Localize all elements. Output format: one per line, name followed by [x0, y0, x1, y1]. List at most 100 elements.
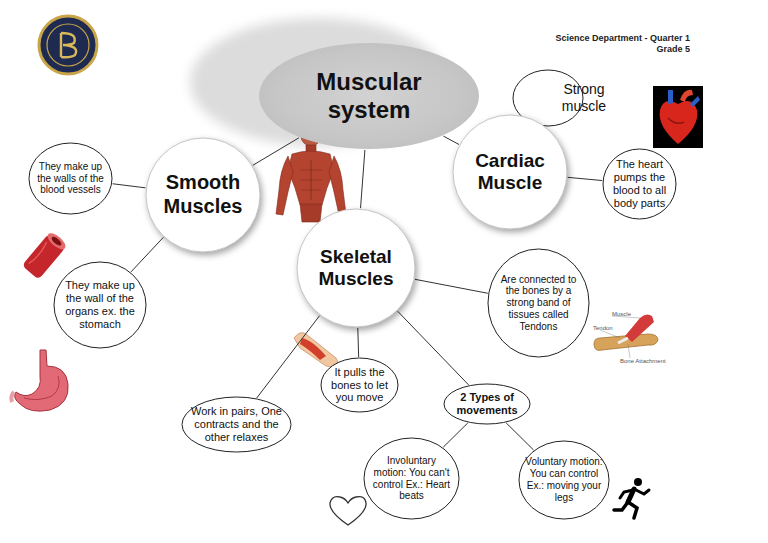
node-text: Skeletal Muscles	[308, 246, 404, 291]
node-text-area: Work in pairs, One contracts and the oth…	[181, 396, 292, 453]
stomach-picture-part	[15, 350, 69, 411]
node-shape	[54, 262, 146, 348]
connector-line	[443, 423, 468, 447]
note-ellipse: They make up the walls of the blood vess…	[28, 142, 113, 215]
branch-ellipse: 2 Types of movements	[443, 383, 531, 425]
node-shape	[519, 441, 609, 519]
node-text: They make up the walls of the blood vess…	[36, 161, 106, 196]
note-ellipse: Involuntary motion: You can't control Ex…	[363, 437, 460, 520]
heart-picture-part	[680, 90, 693, 102]
node-text: Cardiac Muscle	[462, 150, 558, 195]
node-shape	[182, 397, 291, 452]
node-text: The heart pumps the blood to all body pa…	[609, 158, 671, 210]
node-shape	[259, 43, 479, 149]
runner-symbol-part	[614, 502, 628, 510]
node-text: 2 Types of movements	[450, 391, 524, 417]
tendon-picture	[594, 314, 658, 358]
node-text: Work in pairs, One contracts and the oth…	[187, 405, 287, 444]
node-shape	[297, 209, 415, 327]
heart-picture-part	[668, 90, 673, 104]
node-text: Smooth Muscles	[155, 171, 251, 218]
muscle-figure-part	[276, 156, 293, 215]
connector-line	[568, 177, 602, 180]
node-text-area: Muscular system	[258, 42, 480, 150]
school-logo-part	[39, 16, 97, 74]
connector-line	[361, 150, 365, 208]
muscle-figure-part	[329, 156, 346, 215]
node-text-area: Skeletal Muscles	[296, 208, 416, 328]
node-text: Involuntary motion: You can't control Ex…	[372, 455, 452, 502]
node-shape	[364, 438, 459, 519]
runner-symbol-part	[620, 490, 633, 498]
heart-symbol-part	[330, 497, 366, 525]
muscle-figure-part	[300, 170, 322, 190]
connector-line	[253, 138, 299, 165]
connector-line	[415, 279, 488, 293]
muscle-figure-part	[288, 151, 334, 205]
node-text-area: Cardiac Muscle	[452, 114, 568, 230]
node-shape	[146, 138, 260, 252]
header-note: Grade 5	[656, 44, 690, 54]
tendon-picture-part	[625, 314, 654, 342]
blood-vessel-picture-part	[22, 233, 66, 279]
school-logo-part	[61, 33, 76, 57]
connector-line	[257, 316, 320, 398]
node-text-area: Smooth Muscles	[145, 137, 261, 253]
muscle-figure-part	[300, 204, 322, 222]
part-label: Tendon	[593, 325, 613, 331]
part-label: Muscle	[612, 311, 631, 317]
note-ellipse: Work in pairs, One contracts and the oth…	[181, 396, 292, 453]
node-text: Voluntary motion: You can control Ex.: m…	[524, 456, 604, 503]
node-text-area: 2 Types of movements	[443, 383, 531, 425]
stomach-picture	[11, 350, 68, 411]
header-note: Science Department - Quarter 1	[555, 33, 690, 43]
node-text: Muscular system	[294, 68, 444, 125]
connector-line	[357, 328, 359, 357]
runner-symbol	[614, 478, 649, 518]
school-logo-part	[47, 24, 89, 66]
blood-vessel-picture-part	[29, 242, 49, 265]
tendon-picture-part	[600, 316, 640, 358]
heart-picture-part	[690, 96, 700, 107]
node-text: It pulls the bones to let you move	[327, 366, 393, 405]
connector-line	[506, 423, 533, 450]
arm-picture	[294, 333, 338, 367]
category-circle: Smooth Muscles	[145, 137, 261, 253]
part-label: Bone Attachment	[620, 358, 666, 364]
arm-picture-part	[294, 333, 338, 367]
connector-line	[398, 311, 469, 385]
heart-picture-part	[660, 101, 698, 144]
heart-picture	[653, 86, 703, 148]
node-text-area: Strong muscle	[548, 69, 620, 127]
node-text: Are connected to the bones by a strong b…	[497, 274, 581, 333]
node-text-area: It pulls the bones to let you move	[320, 357, 399, 413]
node-shape	[321, 358, 398, 412]
note-ellipse: Voluntary motion: You can control Ex.: m…	[518, 440, 610, 520]
connector-line	[131, 237, 163, 272]
heart-symbol	[330, 497, 366, 525]
node-text-area: They make up the walls of the blood vess…	[28, 142, 113, 215]
runner-symbol-part	[634, 478, 642, 486]
blood-vessel-picture	[22, 230, 68, 279]
note-ellipse: They make up the wall of the organs ex. …	[53, 261, 147, 349]
node-text: Strong muscle	[554, 81, 614, 114]
runner-symbol-part	[634, 489, 649, 494]
note-ellipse: Are connected to the bones by a strong b…	[487, 248, 590, 358]
connector-line	[443, 136, 459, 144]
node-shape	[603, 149, 676, 219]
node-shape	[453, 115, 567, 229]
category-circle: Skeletal Muscles	[296, 208, 416, 328]
node-text-area: They make up the wall of the organs ex. …	[53, 261, 147, 349]
tendon-picture-part	[618, 338, 628, 343]
connector-line	[113, 184, 146, 188]
note-ellipse: It pulls the bones to let you move	[320, 357, 399, 413]
blood-vessel-picture-part	[45, 230, 68, 252]
arm-picture-part	[300, 338, 326, 360]
node-shape	[444, 384, 530, 424]
stomach-picture-part	[24, 376, 59, 400]
node-text-area: The heart pumps the blood to all body pa…	[602, 148, 677, 220]
title-ellipse: Muscular system	[258, 42, 480, 150]
stomach-picture-part	[11, 392, 14, 402]
node-shape	[29, 143, 112, 214]
